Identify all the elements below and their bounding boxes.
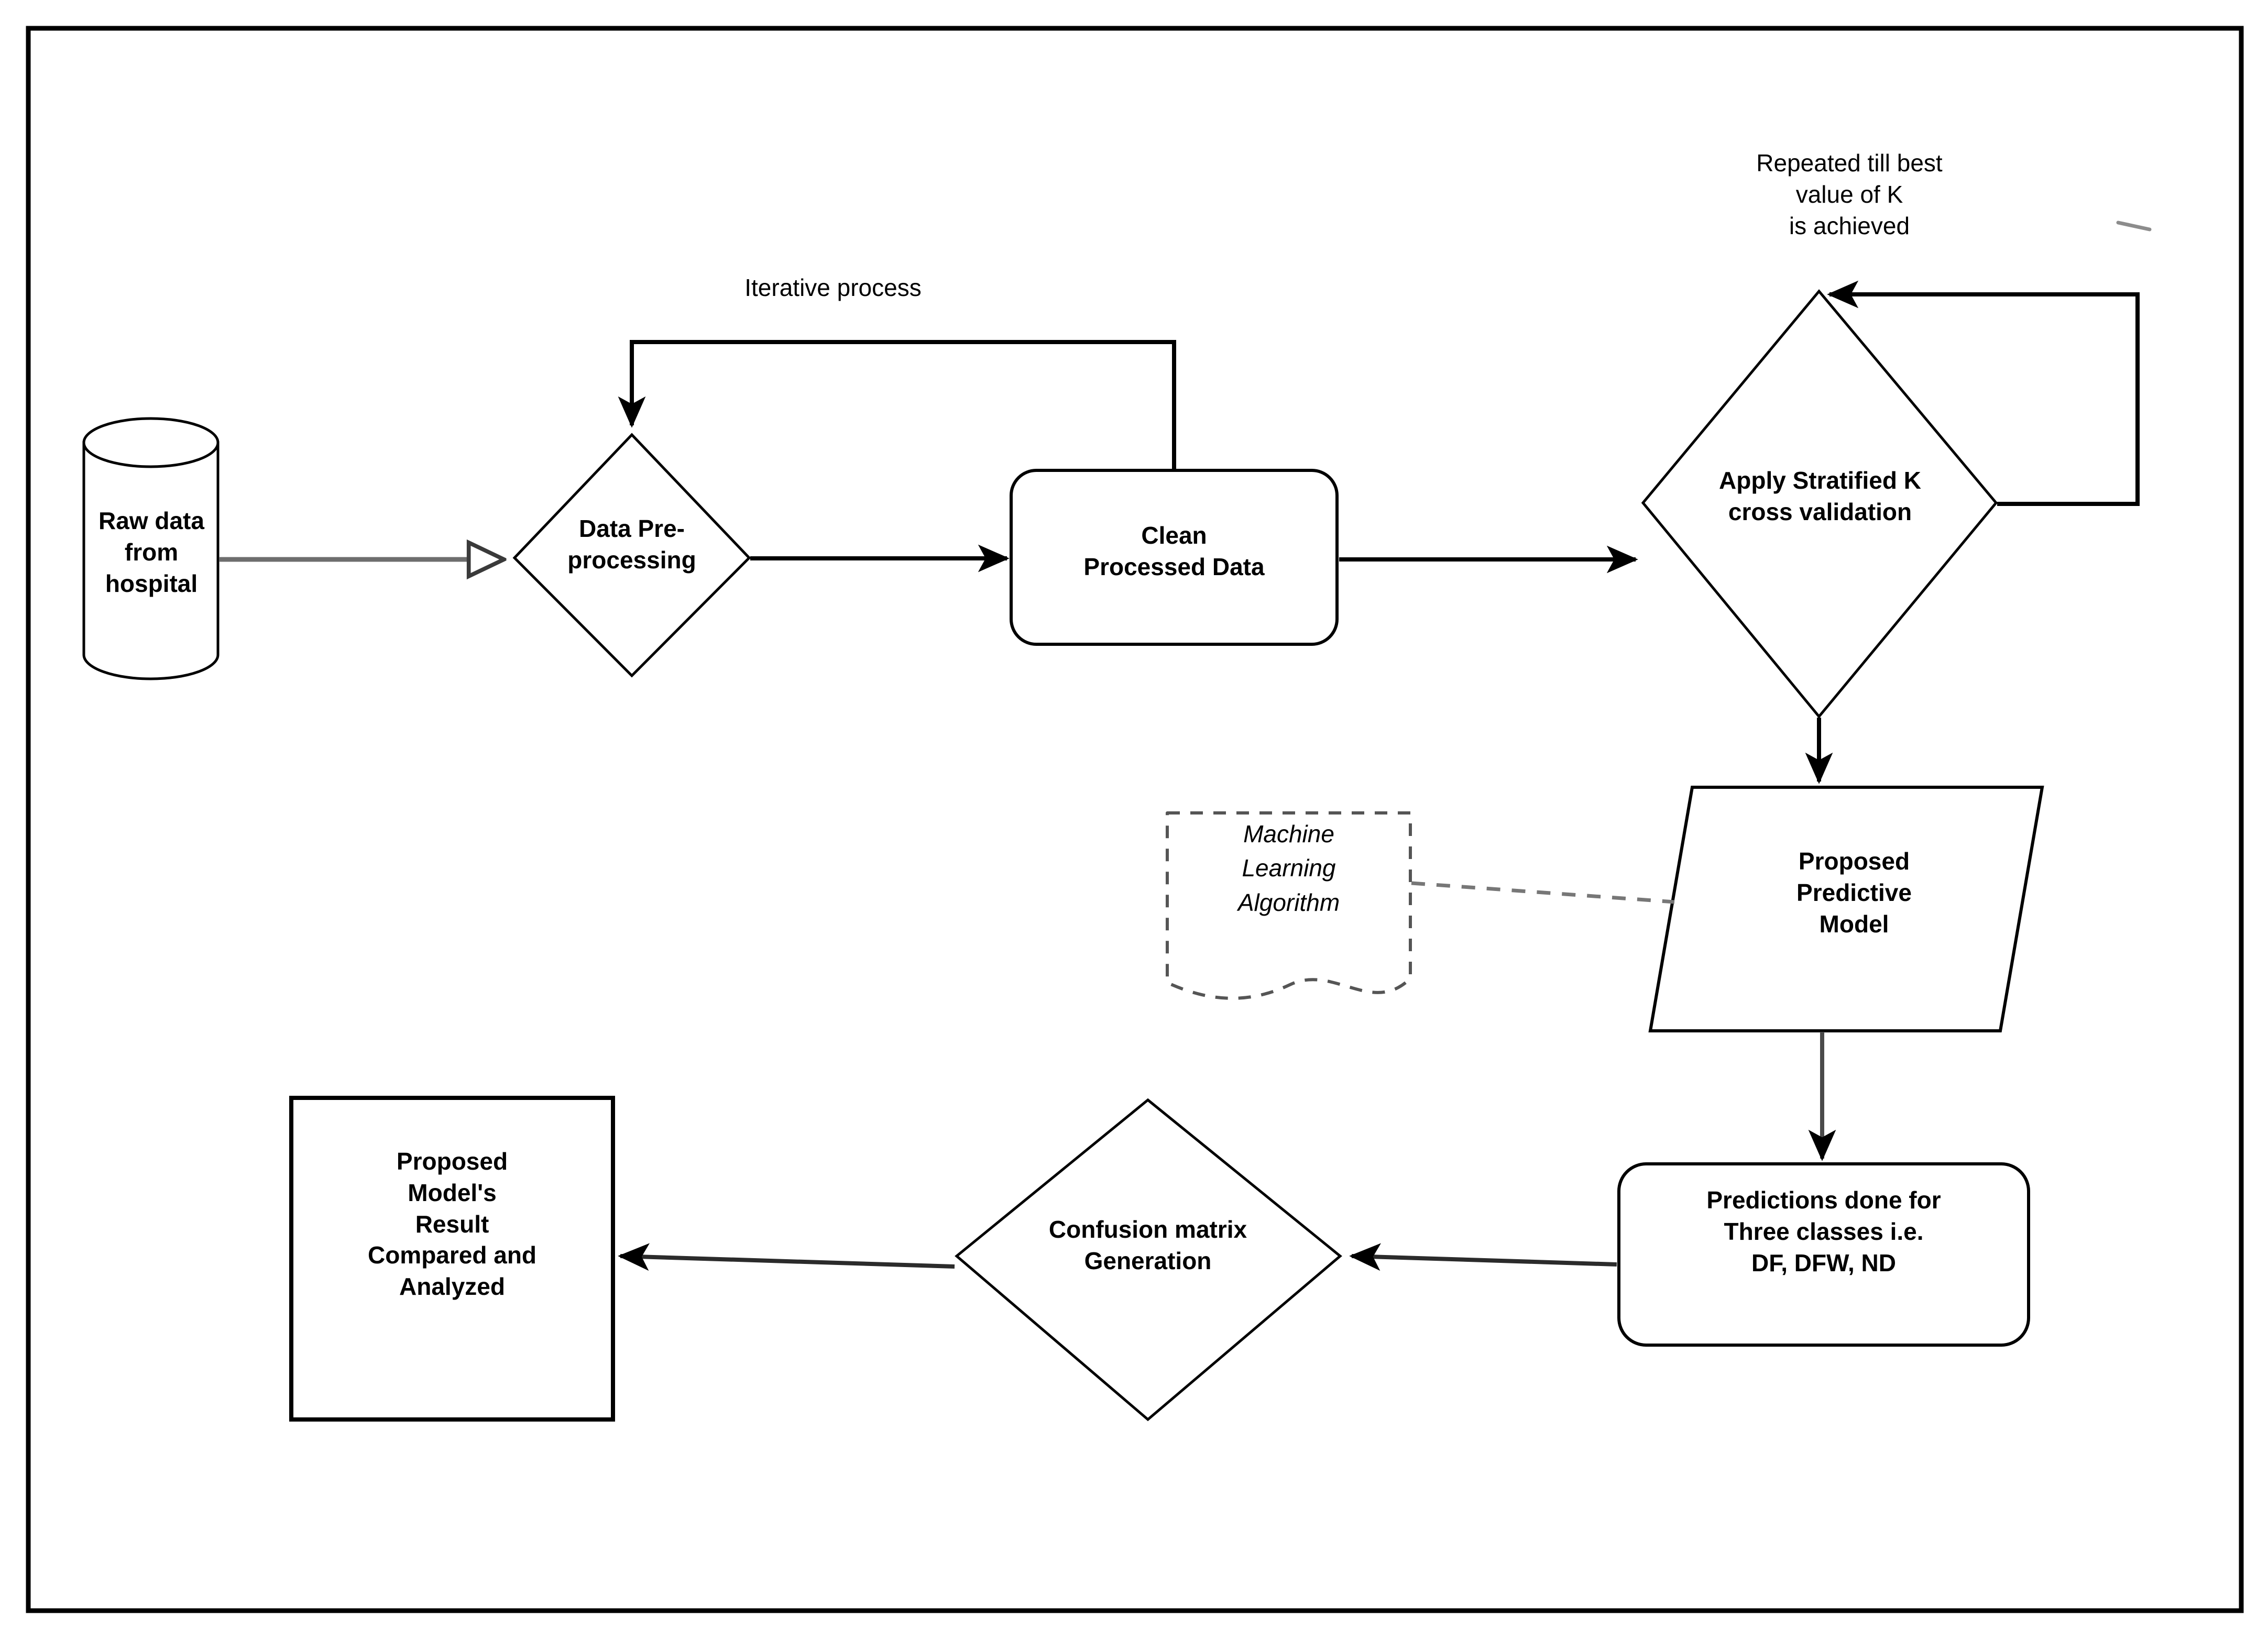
stray-tick-mark [2116, 221, 2152, 232]
edge-iterative-process-label: Iterative process [744, 274, 922, 301]
node-clean-data-shape [1010, 469, 1339, 646]
edge-predictions-to-confusionmatrix [1349, 1243, 1617, 1271]
page-frame [26, 26, 2244, 1613]
edge-iterative-process-loop [618, 340, 1176, 469]
edge-mlnote-to-predictivemodel [1411, 881, 1675, 904]
node-raw-data-shape [82, 417, 220, 680]
edge-repeat-k-label: Repeated till best value of K is achieve… [1756, 149, 1943, 239]
node-cross-validation-shape [1641, 289, 1998, 719]
node-predictive-model-shape [1648, 786, 2044, 1032]
edge-confusionmatrix-to-results [618, 1243, 955, 1271]
node-preprocessing-shape [512, 433, 751, 678]
node-ml-note-label: Machine Learning Algorithm [1237, 820, 1340, 916]
node-results-shape [289, 1096, 615, 1422]
node-ml-note-shape [1166, 811, 1412, 1000]
edge-repeat-k-loop [1827, 280, 2140, 506]
node-confusion-matrix-shape [955, 1098, 1342, 1422]
node-predictions-shape [1617, 1162, 2030, 1347]
